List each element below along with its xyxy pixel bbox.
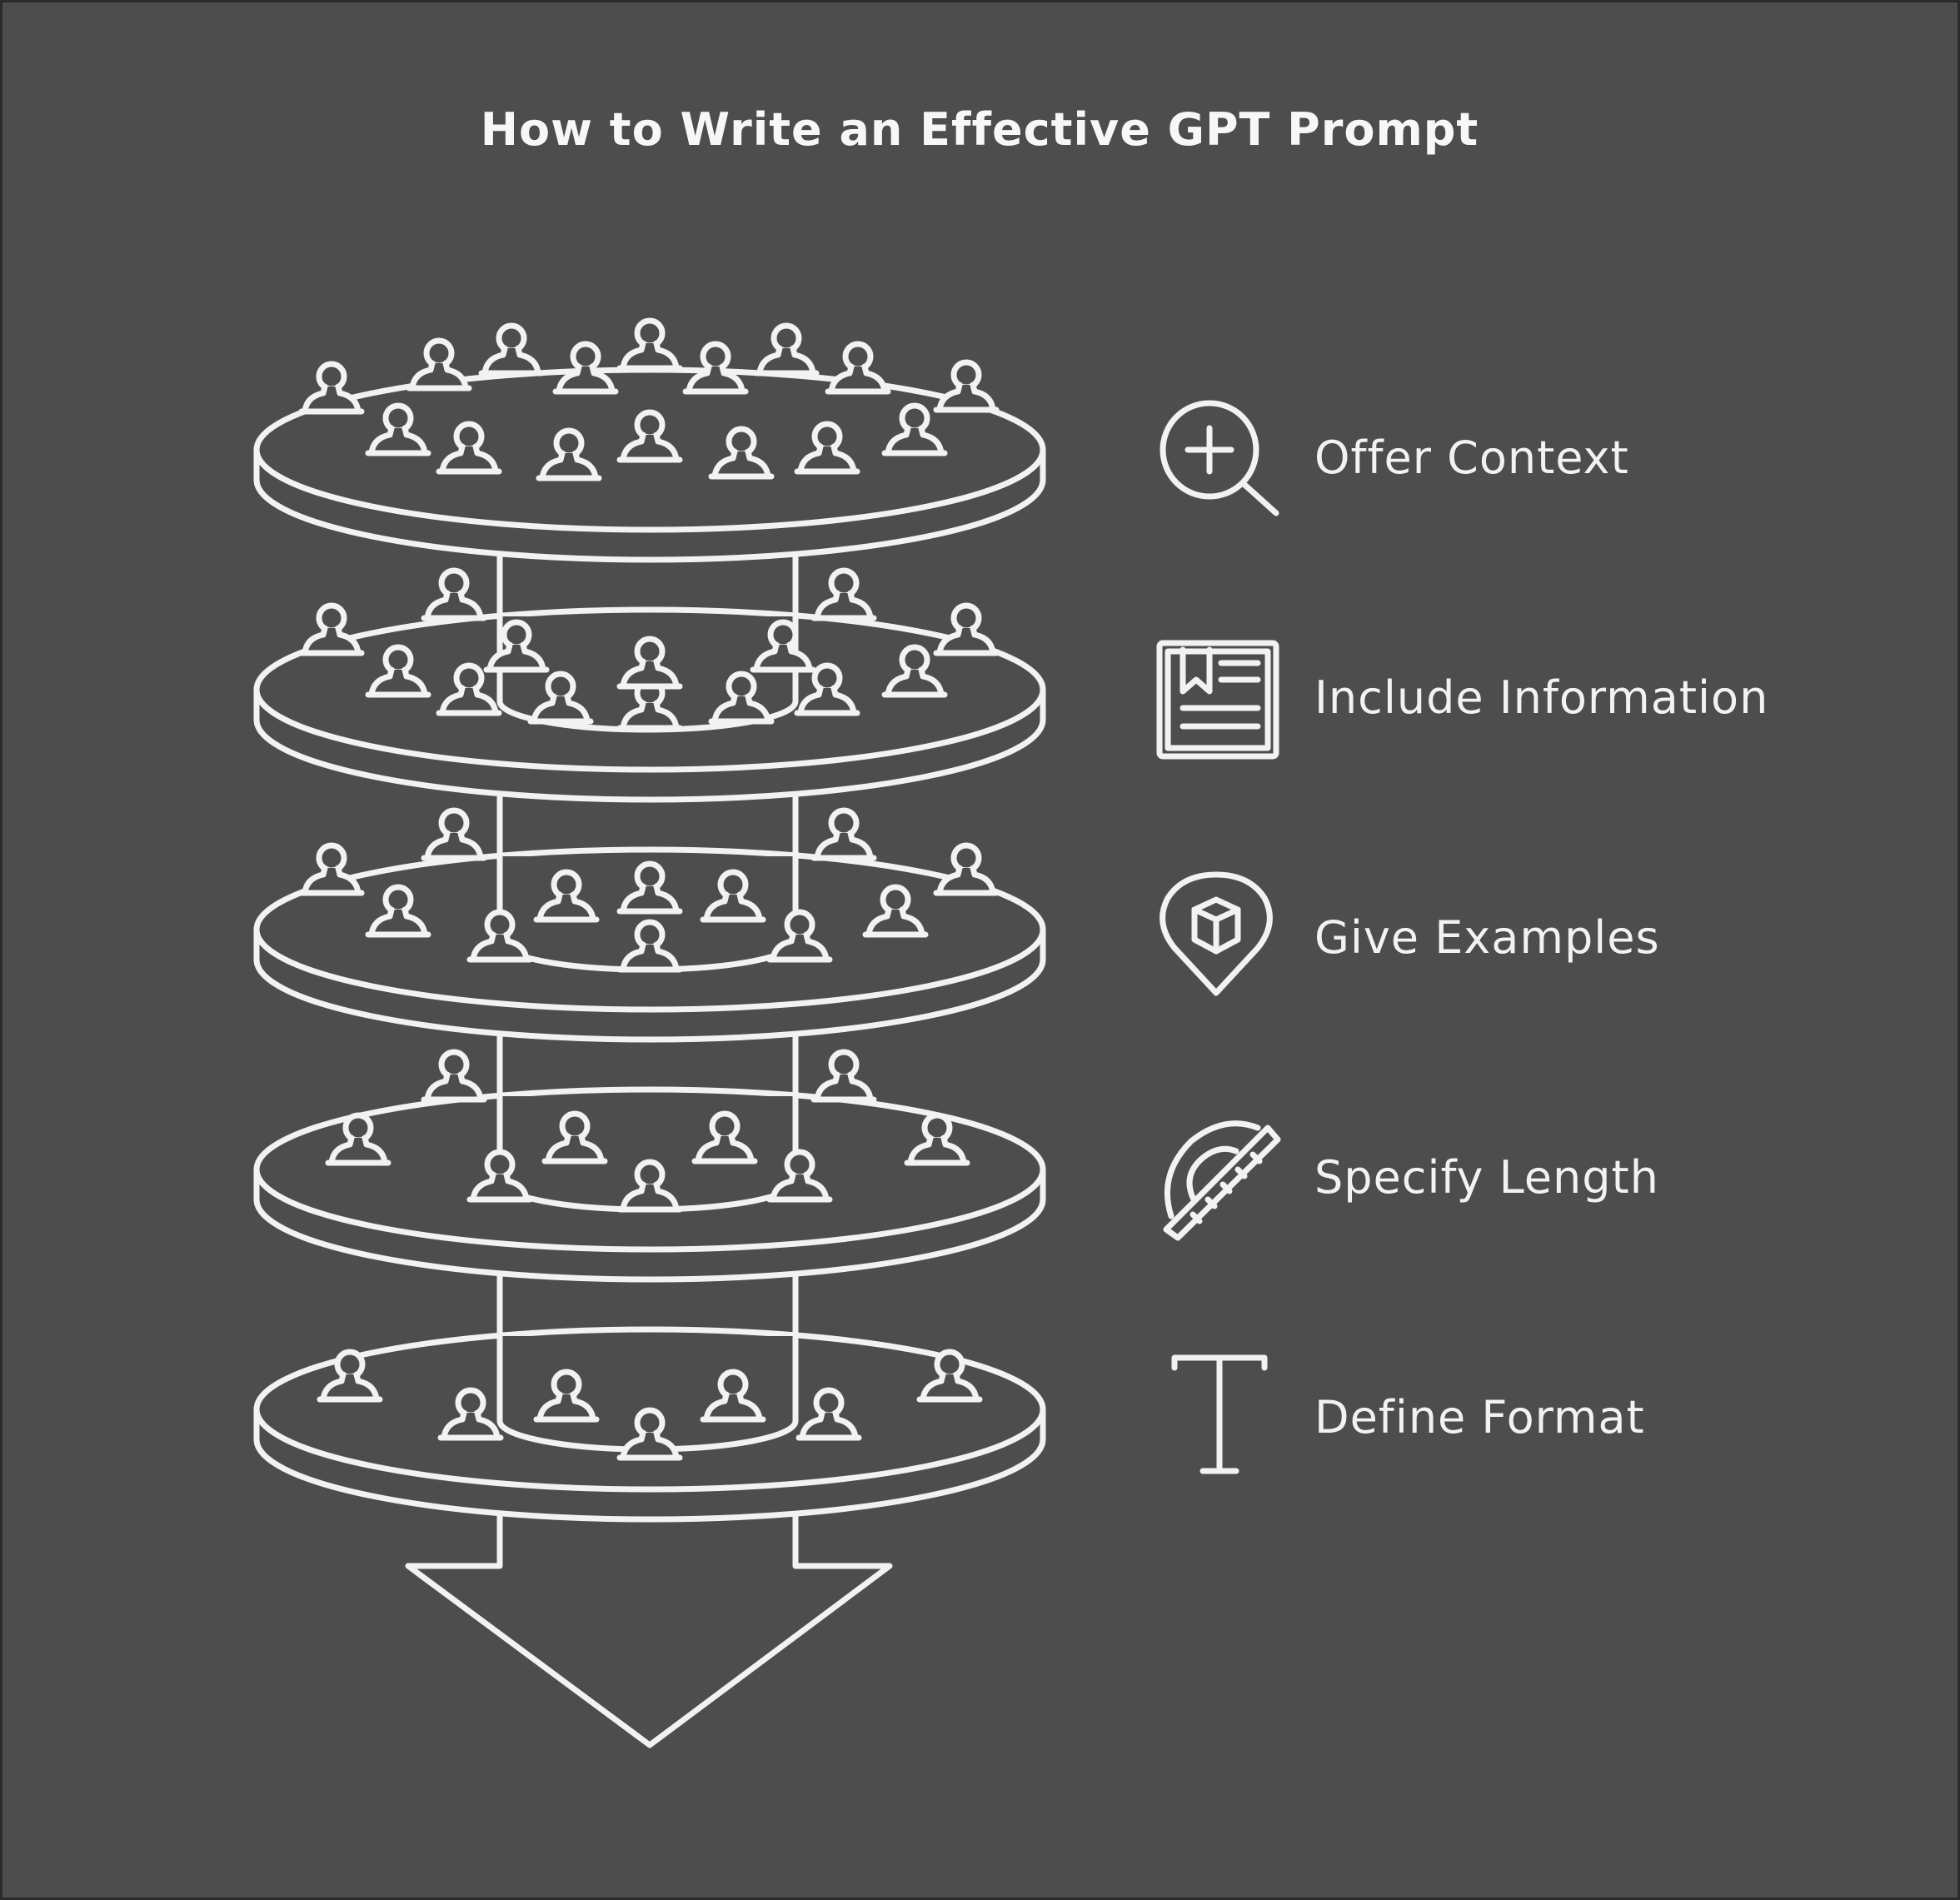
step-label-specify-length: Specify Length: [1314, 1151, 1659, 1204]
person-icon: [936, 606, 996, 653]
magnifier-plus-icon: [1160, 400, 1279, 516]
person-icon: [828, 344, 888, 391]
step-label-offer-context: Offer Context: [1314, 431, 1629, 484]
person-icon: [302, 845, 362, 893]
down-arrow-icon: [405, 1513, 893, 1748]
person-icon: [936, 362, 996, 410]
step-label-include-information: Include Information: [1314, 671, 1769, 724]
person-icon: [756, 326, 816, 373]
step-label-define-format: Define Format: [1314, 1391, 1645, 1444]
person-icon: [814, 571, 874, 618]
person-icon: [814, 1052, 874, 1100]
person-icon: [302, 364, 362, 411]
person-icon: [814, 810, 874, 858]
person-icon: [424, 571, 484, 618]
person-icon: [302, 606, 362, 653]
document-bookmark-icon: [1156, 640, 1279, 760]
person-icon: [424, 1052, 484, 1100]
text-t-icon: [1171, 1354, 1268, 1474]
protractor-ruler-icon: [1163, 1120, 1281, 1241]
diagram-title: How to Write an Effective GPT Prompt: [480, 103, 1479, 156]
step-label-give-examples: Give Examples: [1314, 911, 1660, 964]
location-box-icon: [1160, 871, 1273, 996]
person-icon: [481, 326, 541, 373]
person-icon: [936, 845, 996, 893]
person-icon: [424, 810, 484, 858]
person-icon: [409, 341, 469, 388]
person-icon: [620, 321, 680, 368]
